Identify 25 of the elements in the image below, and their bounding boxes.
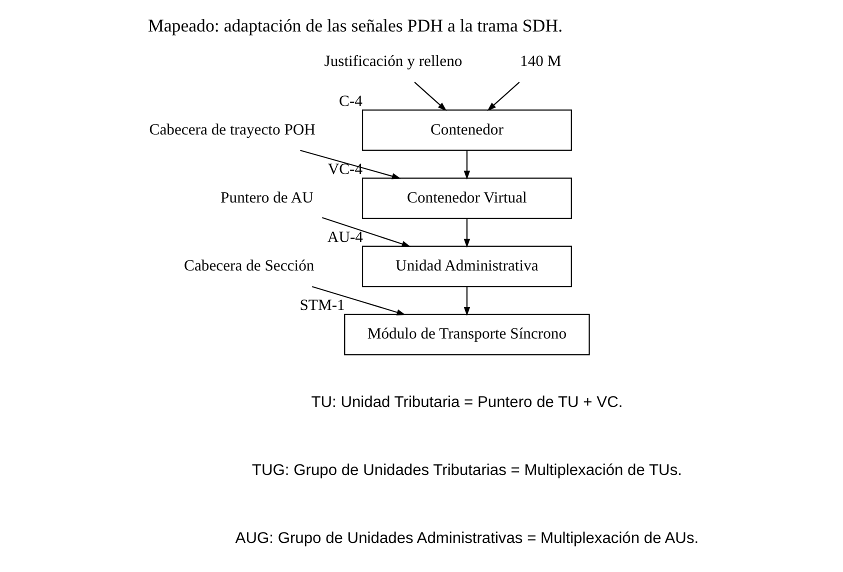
arrow [463, 286, 470, 316]
node-text: Puntero de AU [220, 189, 313, 206]
node-label: C-4 [338, 92, 362, 110]
node-box: Contenedor Virtual [361, 178, 572, 219]
node-text: Cabecera de trayecto POH [148, 121, 315, 138]
node-label: STM-1 [299, 297, 344, 314]
node-box: Módulo de Transporte Síncrono [344, 314, 590, 356]
arrow [300, 150, 400, 180]
node-text: Justificación y relleno [324, 53, 462, 70]
node-box: Contenedor [361, 110, 572, 151]
label: TU: Unidad Tributaria = Puntero de TU + VC. [310, 394, 622, 411]
node-text: 140 M [520, 53, 561, 70]
node-box: Unidad Administrativa [361, 246, 572, 288]
node-label: VC-4 [327, 160, 362, 178]
label: TUG: Grupo de Unidades Tributarias = Multiplexación de TUs. [251, 462, 682, 479]
label: AUG: Grupo de Unidades Administrativas = Multiplexación de AUs. [234, 530, 698, 548]
arrow [463, 150, 470, 180]
arrow [414, 82, 446, 111]
arrow [463, 218, 470, 248]
arrow [322, 217, 410, 247]
node-label: AU-4 [326, 229, 362, 246]
arrow [486, 82, 520, 111]
diagram-title: Mapeado: adaptación de las señales PDH a la trama SDH. [147, 16, 562, 36]
arrow [311, 286, 406, 316]
node-text: Cabecera de Sección [184, 258, 314, 275]
